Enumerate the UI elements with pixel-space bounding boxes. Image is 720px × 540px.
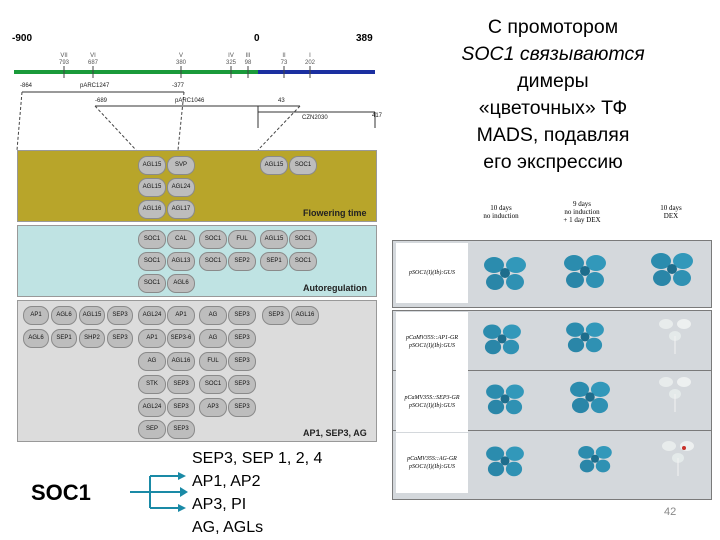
protein-pill: SVP <box>167 156 195 175</box>
slide-title: С промотором SOC1 связываются димеры «цв… <box>461 16 645 173</box>
protein-pill: SOC1 <box>199 230 227 249</box>
protein-pill: AGL16 <box>291 306 319 325</box>
protein-pill: AG <box>199 329 227 348</box>
protein-pill: AGL15 <box>138 156 166 175</box>
promoter-lines <box>14 66 376 150</box>
protein-pill: SEP3 <box>167 420 195 439</box>
protein-pill: AGL16 <box>167 352 195 371</box>
target-gene: AP1, AP2 <box>192 473 261 490</box>
target-gene: SEP3, SEP 1, 2, 4 <box>192 450 323 467</box>
protein-pill: SOC1 <box>289 230 317 249</box>
fragment-label: 417 <box>372 113 383 119</box>
protein-pill: SEP2 <box>228 252 256 271</box>
protein-pill: AGL16 <box>138 200 166 219</box>
protein-pill: AGL15 <box>79 306 105 325</box>
protein-pill: AGL15 <box>260 156 288 175</box>
protein-pill: AGL6 <box>51 306 77 325</box>
autoregulation-band: SOC1 CAL SOC1 FUL AGL15 SOC1 SOC1 AGL13 … <box>17 225 377 297</box>
band-label: Autoregulation <box>303 283 367 293</box>
protein-pill: SOC1 <box>199 375 227 394</box>
soc1-label: SOC1 <box>31 480 91 505</box>
fragment-label: CZN2030 <box>302 115 328 121</box>
flowering-time-band: AGL15 SVP AGL15 SOC1 AGL15 AGL24 AGL16 A… <box>17 150 377 222</box>
protein-pill: SEP3 <box>228 329 256 348</box>
row-label: pCaMV35S::AP1-GR pSOC1(I)(Ib):GUS <box>396 312 468 372</box>
protein-pill: FUL <box>228 230 256 249</box>
scale-mid: 0 <box>254 33 260 44</box>
protein-pill: AGL6 <box>23 329 49 348</box>
protein-pill: AP3 <box>199 398 227 417</box>
page-number: 42 <box>664 506 677 518</box>
fragment-label: -377 <box>172 83 185 89</box>
protein-pill: SEP3 <box>262 306 290 325</box>
fragment-label: 43 <box>278 98 285 104</box>
protein-pill: SHP2 <box>79 329 105 348</box>
protein-pill: SEP3 <box>167 398 195 417</box>
regulation-arrows <box>130 472 188 512</box>
protein-pill: SOC1 <box>199 252 227 271</box>
fragment-label: -689 <box>95 98 108 104</box>
band-label: AP1, SEP3, AG <box>303 428 367 438</box>
band-label: Flowering time <box>303 208 367 218</box>
protein-pill: SEP3 <box>167 375 195 394</box>
protein-pill: SEP3 <box>228 375 256 394</box>
protein-pill: AG <box>138 352 166 371</box>
protein-pill: AGL24 <box>167 178 195 197</box>
protein-pill: STK <box>138 375 166 394</box>
fragment-label: -864 <box>20 83 33 89</box>
protein-pill: FUL <box>199 352 227 371</box>
protein-pill: SEP <box>138 420 166 439</box>
protein-pill: SEP3 <box>228 306 256 325</box>
protein-pill: SOC1 <box>289 156 317 175</box>
target-gene: AG, AGLs <box>192 519 264 536</box>
protein-pill: AGL17 <box>167 200 195 219</box>
protein-pill: AG <box>199 306 227 325</box>
protein-pill: SEP1 <box>51 329 77 348</box>
protein-pill: SEP3 <box>107 329 133 348</box>
protein-pill: CAL <box>167 230 195 249</box>
protein-pill: SEP3 <box>228 352 256 371</box>
protein-pill: SOC1 <box>138 274 166 293</box>
scale-left: -900 <box>12 33 33 44</box>
protein-pill: AGL15 <box>138 178 166 197</box>
target-gene-list: SEP3, SEP 1, 2, 4 AP1, AP2 AP3, PI AG, A… <box>192 447 322 539</box>
protein-pill: AP1 <box>23 306 49 325</box>
row-label: pCaMV35S::SEP3-GR pSOC1(I)(Ib):GUS <box>396 372 468 432</box>
scale-right: 389 <box>356 33 373 44</box>
protein-pill: SOC1 <box>138 230 166 249</box>
protein-pill: SOC1 <box>289 252 317 271</box>
protein-pill: AP1 <box>167 306 195 325</box>
protein-pill: SEP3-6 <box>167 329 195 348</box>
row-label: pCaMV35S::AG-GR pSOC1(I)(Ib):GUS <box>396 433 468 493</box>
protein-pill: SEP3 <box>228 398 256 417</box>
protein-pill: AGL6 <box>167 274 195 293</box>
target-gene: AP3, PI <box>192 496 247 513</box>
protein-pill: AGL24 <box>138 398 166 417</box>
protein-pill: AGL13 <box>167 252 195 271</box>
row-label: pSOC1(I)(Ib):GUS <box>396 243 468 303</box>
protein-pill: AGL15 <box>260 230 288 249</box>
protein-pill: SEP1 <box>260 252 288 271</box>
protein-pill: AGL24 <box>138 306 166 325</box>
protein-pill: SEP3 <box>107 306 133 325</box>
fragment-label: pARC1046 <box>175 98 205 104</box>
ap1-sep3-ag-band: AP1 AGL6 AGL15 SEP3 AGL24 AP1 AG SEP3 SE… <box>17 300 377 442</box>
fragment-label: pARC1247 <box>80 83 110 89</box>
protein-pill: SOC1 <box>138 252 166 271</box>
protein-pill: AP1 <box>138 329 166 348</box>
